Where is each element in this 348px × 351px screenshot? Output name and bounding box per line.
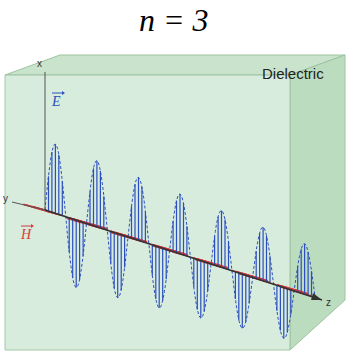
e-field-vector xyxy=(242,274,243,329)
axis-label: z xyxy=(326,298,331,308)
e-field-vector xyxy=(100,171,101,228)
e-field-vector xyxy=(48,176,49,211)
e-field-vector xyxy=(276,285,277,311)
e-field-vector xyxy=(304,244,305,294)
e-field-vector xyxy=(82,222,83,256)
e-field-vector xyxy=(72,219,73,278)
e-field-vector xyxy=(89,191,90,224)
e-field-envelope xyxy=(45,144,315,338)
e-field-vector xyxy=(76,220,77,288)
e-field-vector xyxy=(221,211,222,267)
e-field-vector xyxy=(235,271,236,299)
e-field-vector xyxy=(207,262,208,291)
e-field-vector xyxy=(193,258,194,287)
e-field-vector xyxy=(228,241,229,269)
e-field-vector xyxy=(290,289,291,314)
axis-label: x xyxy=(37,59,42,69)
e-field-vector xyxy=(69,218,70,252)
y-axis xyxy=(12,202,45,210)
e-field-vector xyxy=(238,273,239,321)
e-field-vector xyxy=(224,220,225,269)
e-field-vector xyxy=(138,177,139,240)
e-field-vector xyxy=(103,196,104,229)
e-field-vector xyxy=(162,248,163,301)
h-vector-head xyxy=(31,224,34,228)
e-field-vector xyxy=(134,184,135,239)
block-front-face xyxy=(5,75,290,350)
e-field-vector xyxy=(117,233,118,297)
e-field-vector xyxy=(131,206,132,238)
e-field-vector xyxy=(152,245,153,276)
e-field-vector xyxy=(280,286,281,331)
e-field-vector xyxy=(218,217,219,266)
block-side-face xyxy=(290,55,345,350)
e-vector-head xyxy=(62,91,65,95)
material-label: Dielectric xyxy=(262,66,324,81)
e-field-vector xyxy=(166,249,167,279)
e-field-vector xyxy=(266,236,267,282)
e-field-vector xyxy=(308,252,309,295)
e-field-vector xyxy=(58,155,59,215)
e-field-vector xyxy=(297,266,298,291)
dielectric-block xyxy=(5,55,345,350)
e-field-vector xyxy=(114,232,115,288)
e-field-vector xyxy=(93,168,94,225)
e-field-vector xyxy=(51,152,52,212)
e-field-vector xyxy=(155,246,156,299)
e-field-vector xyxy=(183,203,184,254)
title: n = 3 xyxy=(139,4,209,36)
e-field-vector xyxy=(269,256,270,282)
h-vector-bar xyxy=(21,226,31,227)
e-field-vector xyxy=(79,221,80,279)
e-field-vector xyxy=(176,201,177,253)
e-field-vector xyxy=(186,226,187,255)
e-field-vector xyxy=(159,247,160,308)
axis-label: y xyxy=(3,194,8,204)
e-field-vector xyxy=(179,194,180,254)
e-field-vector xyxy=(256,251,257,278)
z-axis-head xyxy=(311,293,322,300)
e-field-vector xyxy=(287,288,288,332)
e-field-vector xyxy=(173,221,174,251)
e-field-vector xyxy=(145,211,146,242)
field-label: E xyxy=(52,95,61,109)
field-label: H xyxy=(21,228,31,242)
e-field-vector xyxy=(141,187,142,241)
e-field-vector xyxy=(55,144,56,213)
e-vector-bar xyxy=(52,93,62,94)
e-field-vector xyxy=(204,261,205,311)
e-field-vector xyxy=(311,271,312,296)
e-field-vector xyxy=(301,249,302,292)
e-field-vector xyxy=(200,260,201,318)
x-axis xyxy=(45,72,46,210)
e-field-vector xyxy=(259,233,260,279)
e-field-vector xyxy=(124,236,125,268)
e-field-vector xyxy=(283,287,284,338)
e-field-vector xyxy=(249,276,250,303)
wave-group xyxy=(23,144,315,338)
e-field-vector xyxy=(245,275,246,322)
e-field-vector xyxy=(263,227,264,280)
e-field-vector xyxy=(62,181,63,215)
z-axis xyxy=(45,210,322,300)
e-field-vector xyxy=(96,161,97,227)
e-field-vector xyxy=(197,259,198,309)
e-field-vector xyxy=(214,236,215,265)
e-field-vector xyxy=(121,235,122,291)
e-field-vector xyxy=(110,231,111,263)
